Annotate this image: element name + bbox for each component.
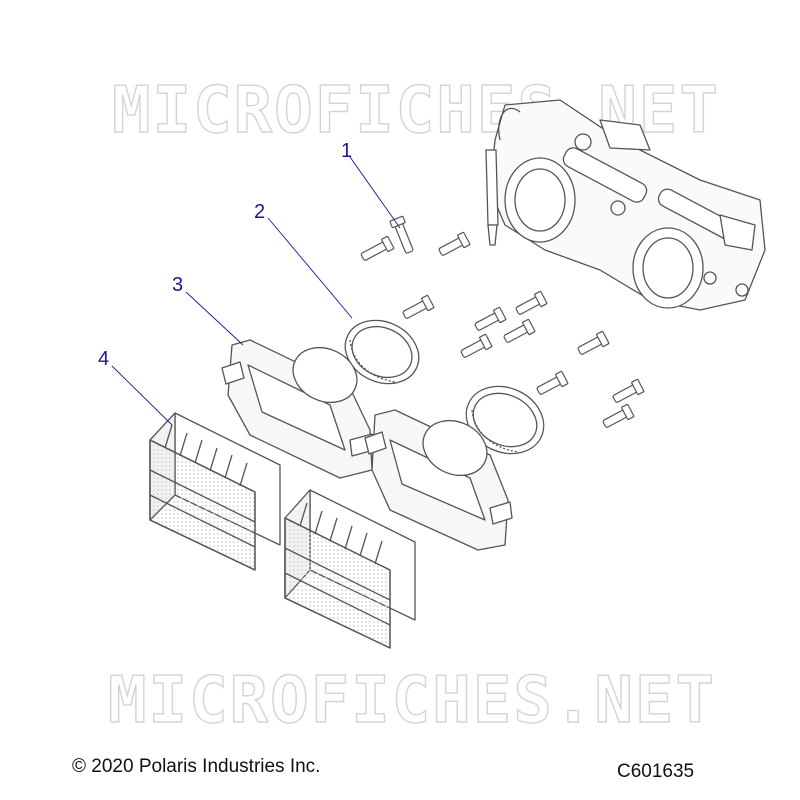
bolt — [360, 235, 395, 261]
watermark-bottom: MICROFICHES.NET — [108, 664, 716, 738]
bolt — [438, 231, 471, 256]
callout-1: 1 — [341, 140, 352, 162]
clamp-lower — [465, 385, 545, 455]
bolt — [515, 290, 548, 315]
clamp-upper — [344, 319, 420, 385]
bolt — [577, 330, 610, 355]
bolt-group — [360, 215, 645, 428]
leader-lines — [111, 156, 401, 426]
leader-line-4 — [111, 365, 173, 426]
callout-3: 3 — [172, 274, 183, 296]
bolt — [536, 370, 569, 395]
bolt — [389, 215, 414, 254]
callout-4: 4 — [98, 348, 109, 370]
bolt — [602, 403, 635, 428]
bolt — [402, 294, 435, 319]
bolt — [503, 318, 536, 343]
bolt — [474, 306, 507, 331]
leader-line-3 — [185, 291, 244, 346]
copyright-text: © 2020 Polaris Industries Inc. — [72, 756, 321, 777]
callout-2: 2 — [254, 201, 265, 223]
bolt — [460, 333, 493, 358]
bolt — [612, 378, 645, 403]
drawing-id: C601635 — [617, 761, 695, 782]
leader-line-1 — [349, 156, 401, 229]
reed-valve-right — [284, 489, 416, 649]
intake-boot-left — [221, 339, 375, 479]
leader-line-2 — [267, 217, 353, 319]
reed-valve-left — [149, 412, 281, 571]
throttle-body — [485, 99, 766, 311]
intake-boot-right — [364, 409, 513, 551]
